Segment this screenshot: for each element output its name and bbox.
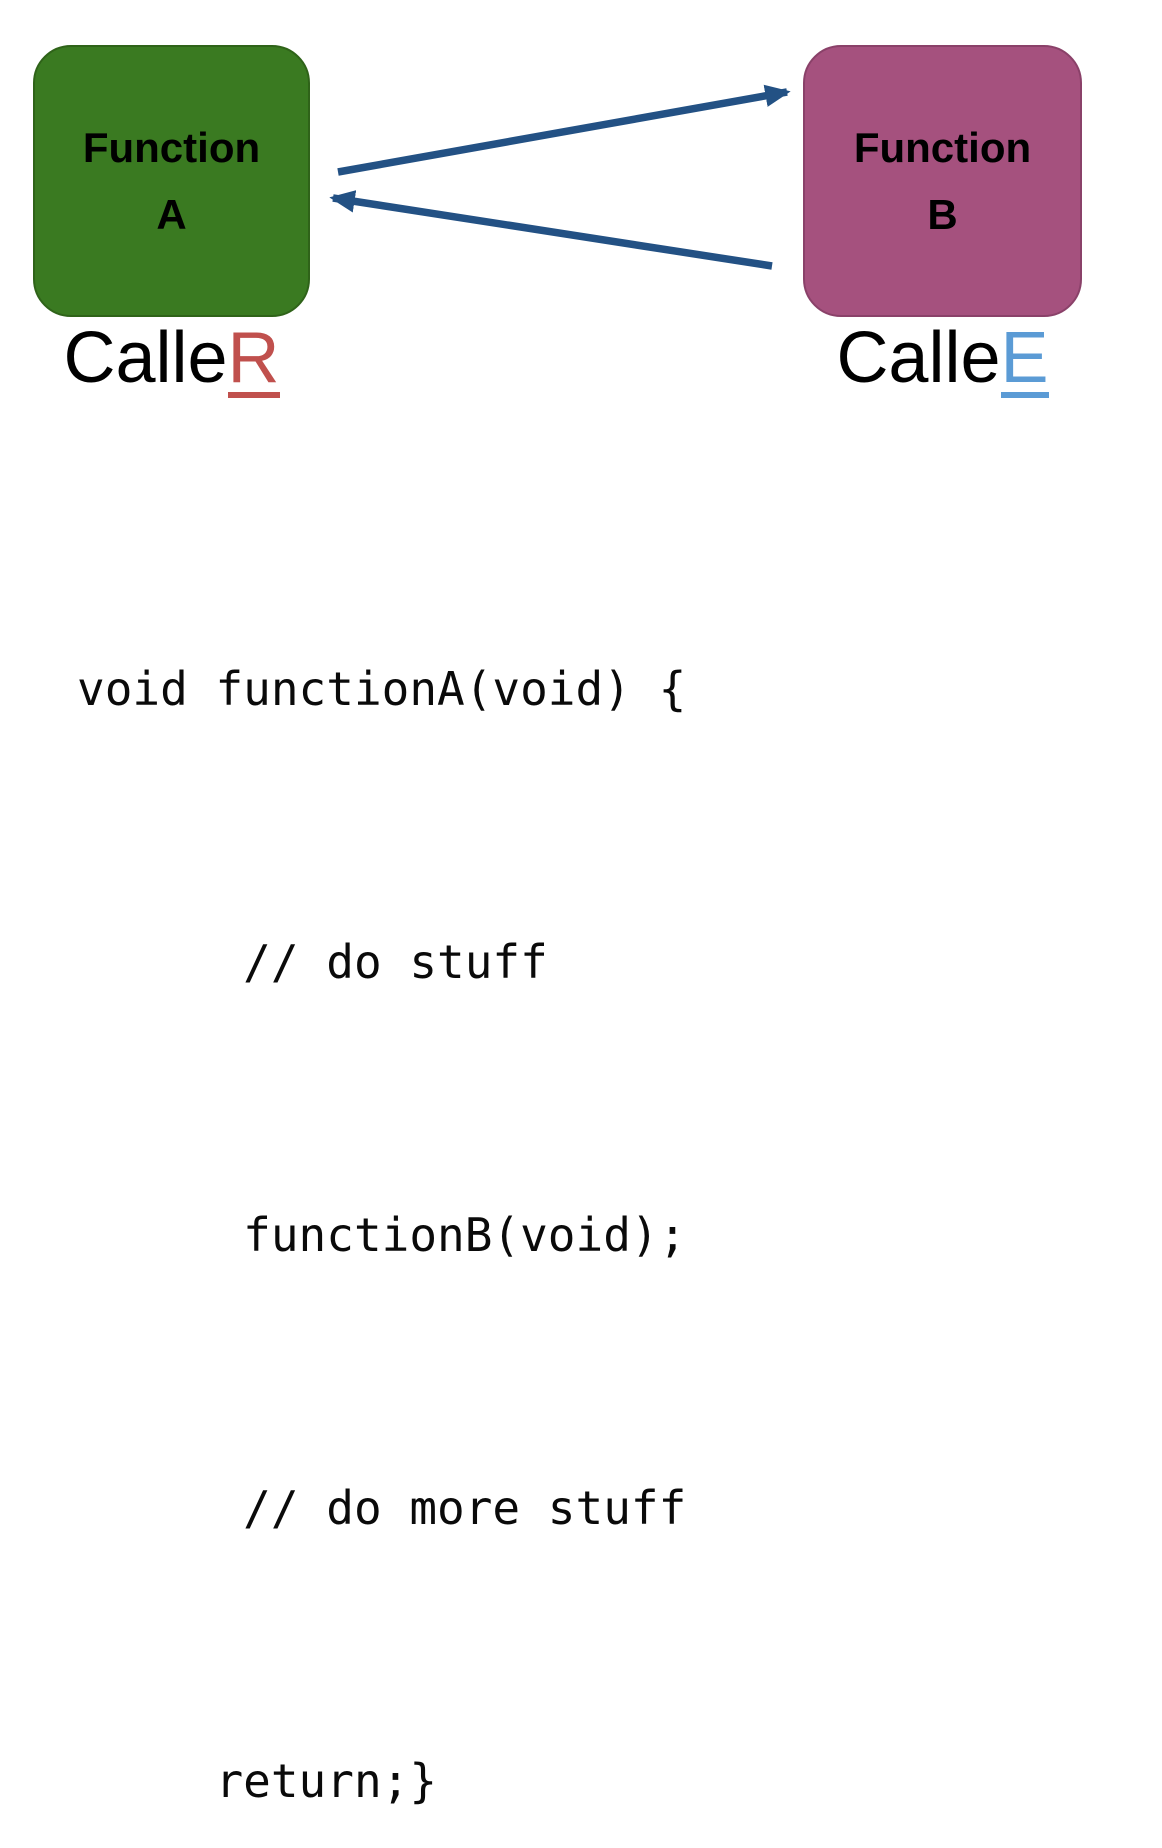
code-line: // do more stuff <box>77 1481 687 1535</box>
callee-label-suffix: E <box>1000 318 1049 399</box>
function-b-box: Function B <box>803 45 1082 317</box>
function-b-label-line1: Function <box>853 124 1032 171</box>
code-line: // do stuff <box>77 935 548 989</box>
return-arrow <box>329 190 773 270</box>
code-block: void functionA(void) { // do stuff funct… <box>77 462 686 1848</box>
call-arrow <box>337 84 791 176</box>
function-a-box: Function A <box>33 45 310 317</box>
caller-label-prefix: Calle <box>63 318 228 398</box>
code-line: return;} <box>77 1754 438 1808</box>
callee-label-prefix: Calle <box>836 318 1001 398</box>
caller-label: CalleR <box>33 318 310 399</box>
function-b-label-line2: B <box>927 191 958 238</box>
function-a-label-line2: A <box>156 191 187 238</box>
slide-canvas: Function A Function B CalleR CalleE void… <box>33 45 1082 1808</box>
function-a-label-line1: Function <box>82 124 261 171</box>
code-line: void functionA(void) { <box>77 662 687 716</box>
code-line: functionB(void); <box>77 1208 687 1262</box>
callee-label: CalleE <box>803 318 1082 399</box>
caller-label-suffix: R <box>227 318 280 399</box>
